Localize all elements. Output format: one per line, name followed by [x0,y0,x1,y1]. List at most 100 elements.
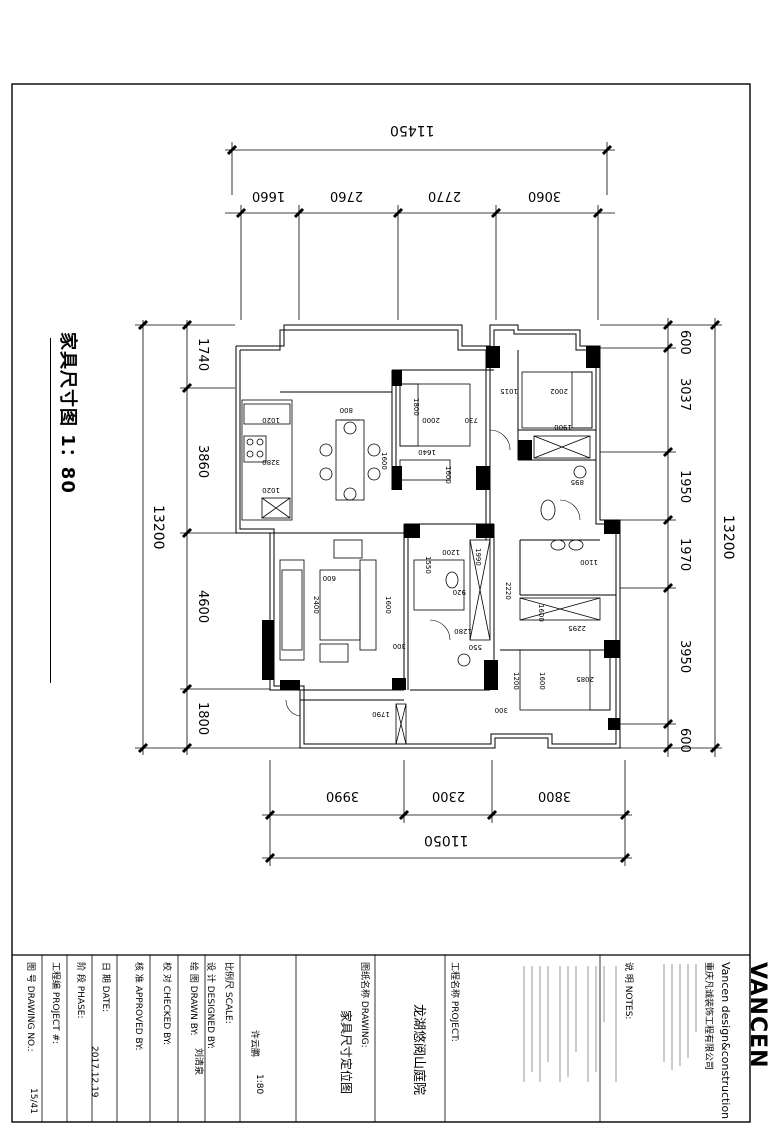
interior-dim: 1100 [580,558,598,566]
dim-left-3: 4600 [195,590,210,624]
interior-dim: 1015 [500,387,518,395]
interior-dim: 1600 [522,440,530,458]
brand-subtitle: Vancen design&construction [719,962,732,1120]
phase-label: 阶 段 PHASE: [75,962,85,1019]
dimension-ticks-bottom [264,809,631,864]
interior-dim: 1990 [474,548,482,566]
project-name-label: 工程名称 PROJECT: [449,962,459,1042]
drawing-name-value: 家具尺寸定位图 [339,1010,353,1095]
interior-dim: 1020 [262,486,280,494]
designed-value: 许云鹏 [249,1030,259,1058]
dim-left-4: 1800 [195,702,210,736]
interior-dim: 920 [452,588,466,596]
project-name-value: 龙湖悠阅山庭院 [411,1004,426,1096]
living-sofa [279,539,377,663]
interior-dim: 1640 [418,448,436,456]
dim-right-6: 600 [677,728,692,753]
dim-right-2: 3037 [677,378,692,412]
dim-right-total: 13200 [720,515,736,560]
interior-dim: 300 [392,642,406,650]
dim-top-2: 2760 [330,188,364,203]
bed-bedroom-1 [399,383,471,481]
interior-dim: 1600 [384,596,392,614]
dimension-ticks-top [226,144,613,219]
interior-dim: 3280 [262,458,280,466]
dim-left-total: 13200 [150,505,166,550]
checked-label: 校 对 CHECKED BY: [161,962,171,1046]
dim-left-1: 1740 [195,338,210,372]
interior-dim: 300 [494,706,508,714]
interior-dim: 1550 [424,556,432,574]
storage-cabinet [395,703,407,745]
dim-right-4: 1970 [677,538,692,572]
interior-dim: 800 [339,406,353,414]
interior-dim: 1790 [372,710,390,718]
dim-top-total: 11450 [390,122,435,138]
sheet-border [11,83,751,1123]
interior-dim: 1200 [512,672,520,690]
side-title: 家具尺寸图 1：80 [57,332,78,494]
interior-dim: 2002 [550,387,568,395]
dimension-ticks-right [662,319,721,754]
structural-columns [262,346,620,730]
scale-label: 比例尺 SCALE: [223,962,233,1024]
interior-dim: 2000 [422,416,440,424]
drawing-name-label: 图纸名称 DRAWING: [359,962,369,1048]
bed-bedroom-3 [519,597,611,711]
interior-dim: 1600 [444,466,452,484]
kitchen-counter [241,399,293,521]
drawing-no-label: 图 号 DRAWING NO.: [25,962,35,1052]
brand-address-lines [663,964,697,1070]
dimension-ticks-left [137,319,193,754]
date-label: 日 期 DATE: [100,962,110,1013]
dim-bottom-1: 3990 [326,788,360,803]
approved-label: 核 准 APPROVED BY: [133,962,143,1051]
dim-top-4: 3060 [528,188,562,203]
designed-label: 设 计 DESIGNED BY: [205,962,215,1049]
scale-value: 1:80 [254,1074,264,1095]
interior-dim: 1020 [262,416,280,424]
dim-bottom-2: 2300 [432,788,466,803]
interior-dim: 2220 [504,582,512,600]
brand-address-block [658,962,708,1082]
drawn-label: 绘 图 DRAWN BY: [188,962,198,1036]
dimension-lines-bottom [262,760,632,866]
interior-dim: 550 [468,643,482,651]
dimension-lines-right [600,318,722,757]
dim-top-3: 2770 [428,188,462,203]
brand-logo: VANCEN [745,962,770,1069]
dim-top-1: 1660 [252,188,286,203]
dimension-lines-top [225,142,615,320]
interior-dim: 730 [464,416,478,424]
interior-dim: 2085 [576,675,594,683]
interior-dim: 1280 [454,627,472,635]
dim-right-3: 1950 [677,470,692,504]
dim-bottom-3: 3800 [538,788,572,803]
interior-dim: 600 [322,574,336,582]
interior-dim: 895 [570,478,584,486]
interior-dim: 1900 [554,423,572,431]
drawing-no-value: 15/41 [28,1088,38,1114]
project-no-label: 工程编 PROJECT #: [50,962,60,1045]
notes-label: 说 明 NOTES: [623,962,633,1020]
dim-right-5: 3950 [677,640,692,674]
side-title-underline [50,338,51,683]
interior-dim: 1800 [412,398,420,416]
wardrobe-study [413,539,491,641]
interior-dim: 1200 [442,548,460,556]
notes-text-block [520,962,624,1112]
door-swings [285,429,581,717]
interior-dim: 1600 [537,604,545,622]
date-value: 2017.12.19 [89,1046,99,1098]
interior-dim: 2400 [312,596,320,614]
bed-master [521,371,593,459]
interior-dim: 1600 [538,672,546,690]
interior-dim: 1600 [380,452,388,470]
dim-right-1: 600 [677,330,692,355]
dim-left-2: 3860 [195,445,210,479]
checked-value: 刘清泉 [193,1048,203,1076]
title-block-grid [41,955,601,1122]
notes-lines [523,966,617,1082]
